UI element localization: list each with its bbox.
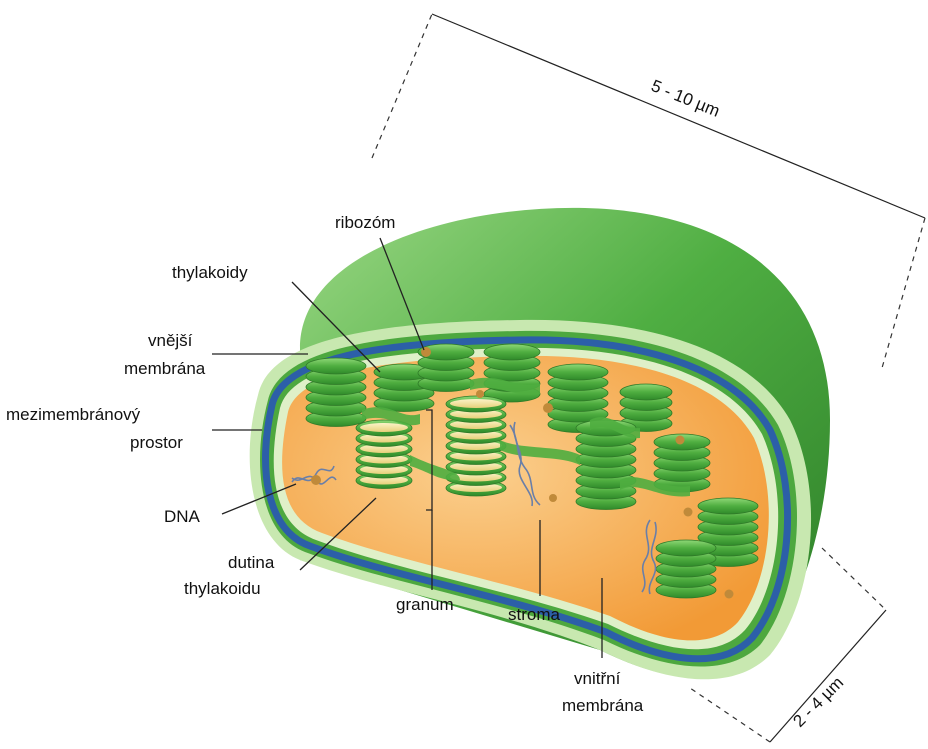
dimension-length-text: 5 - 10 µm: [649, 76, 723, 121]
label-vnejsi-line2: membrána: [124, 359, 206, 378]
label-stroma: stroma: [508, 605, 561, 624]
thylakoid-disc: [306, 358, 366, 374]
label-dna: DNA: [164, 507, 201, 526]
label-granum: granum: [396, 595, 454, 614]
thylakoid-disc: [620, 384, 672, 400]
thylakoid-lumen: [360, 423, 408, 432]
label-dutina-line1: dutina: [228, 553, 275, 572]
label-vnejsi-line1: vnější: [148, 331, 193, 350]
label-thylakoidy: thylakoidy: [172, 263, 248, 282]
thylakoid-disc: [484, 344, 540, 360]
label-ribozom: ribozóm: [335, 213, 395, 232]
thylakoid-lumen: [450, 399, 502, 408]
label-mezimem-line1: mezimembránový: [6, 405, 141, 424]
label-dutina-line2: thylakoidu: [184, 579, 261, 598]
thylakoid-disc: [548, 364, 608, 380]
label-mezimem-line2: prostor: [130, 433, 183, 452]
dimension-width-text: 2 - 4 µm: [789, 673, 847, 731]
thylakoid-disc: [656, 540, 716, 556]
granum-stack: [356, 420, 412, 489]
label-vnitrni-line1: vnitřní: [574, 669, 621, 688]
thylakoid-disc: [698, 498, 758, 514]
granum-stack: [656, 540, 716, 598]
granum-stack: [446, 396, 506, 496]
granum-stack: [306, 358, 366, 427]
label-vnitrni-line2: membrána: [562, 696, 644, 715]
